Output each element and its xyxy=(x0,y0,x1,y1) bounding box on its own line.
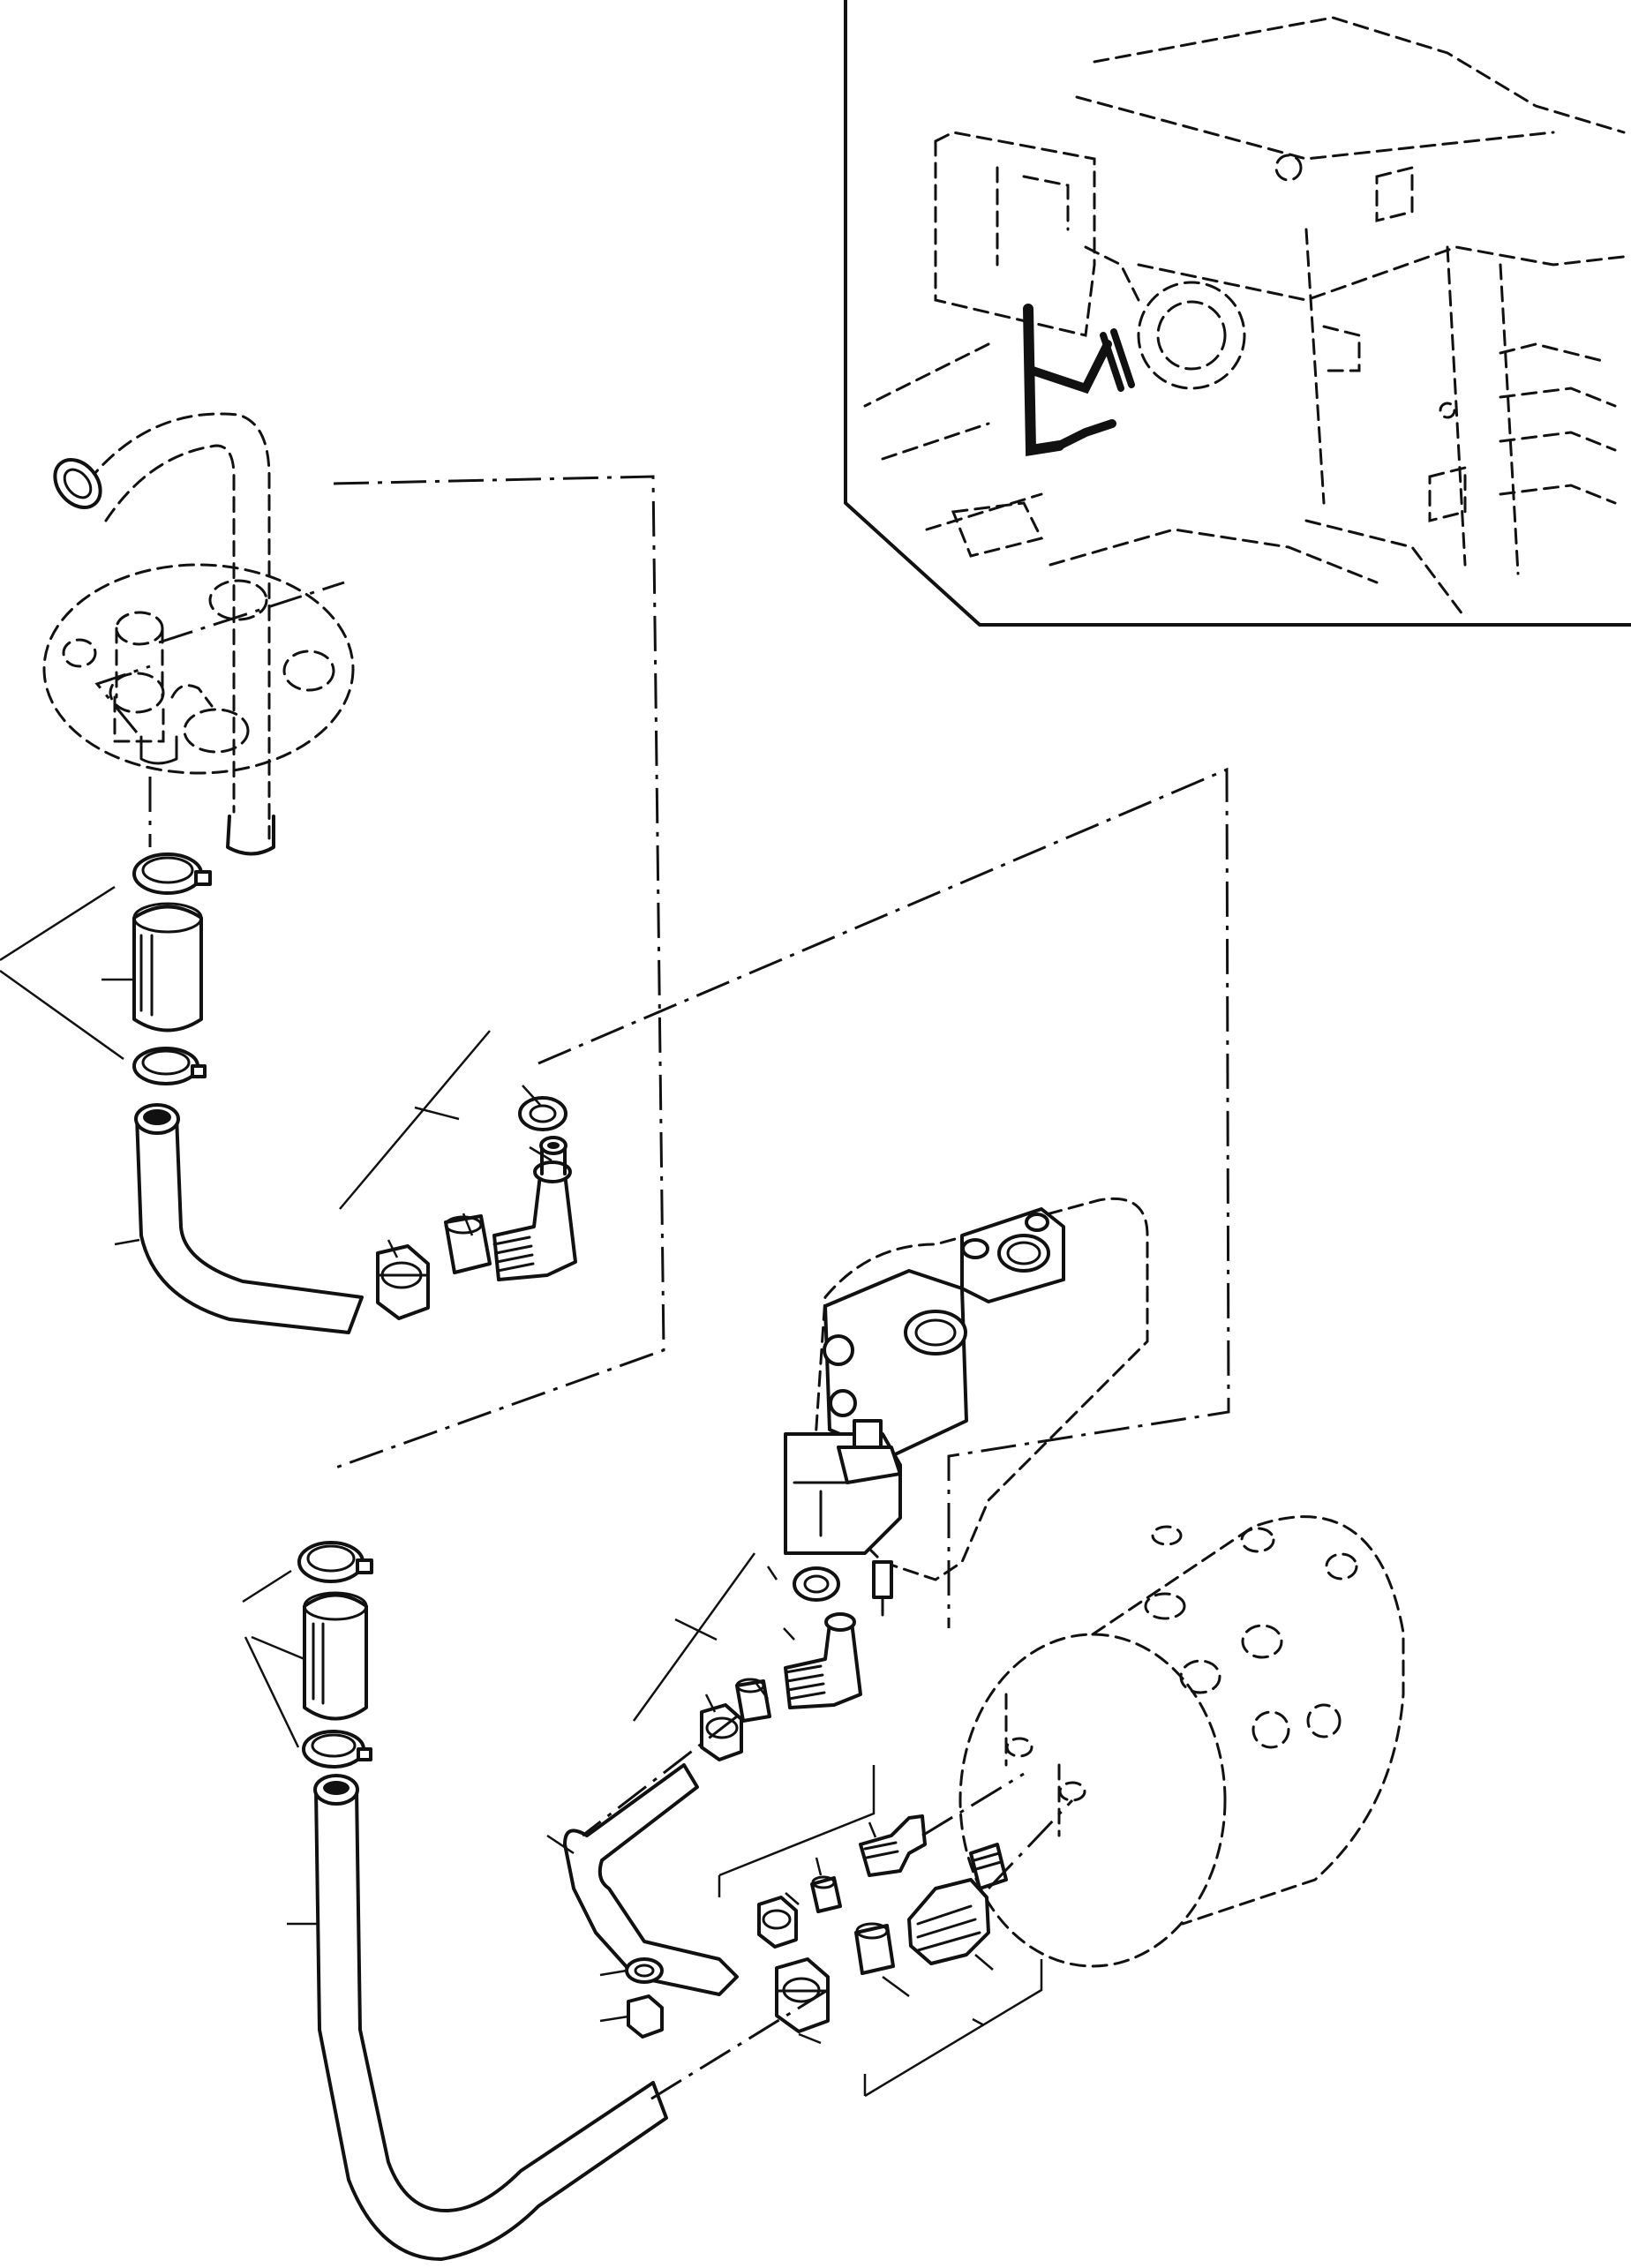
control-valve-body xyxy=(784,1197,1149,1617)
inset-highlighted-hoses xyxy=(1023,304,1135,456)
hex-nut-small xyxy=(757,1896,798,1949)
plug-bolt xyxy=(627,1994,664,2039)
leader-fittings-lower xyxy=(704,1566,795,1713)
bracket-small-fittings xyxy=(718,1765,876,1897)
heater-inlet-nipple xyxy=(139,735,178,765)
bracket-fitting-group-lower xyxy=(632,1552,756,1722)
ferrule-sleeve-lower xyxy=(735,1678,771,1723)
leader-bent-hose-lower xyxy=(546,1834,575,1855)
location-inset xyxy=(844,0,1631,627)
leader-adapter xyxy=(972,2017,985,2027)
nipple-fitting-a xyxy=(859,1814,927,1877)
sealing-washer-upper xyxy=(518,1096,567,1131)
heater-outlet-pipe xyxy=(53,412,275,856)
leader-plug xyxy=(599,1969,629,2023)
ferrule-sleeve-upper xyxy=(444,1214,492,1274)
bent-hose-lower xyxy=(563,1763,739,1996)
ferrule-large xyxy=(854,1922,895,1975)
leader-clamps-upper xyxy=(0,885,124,1061)
inset-machine-outline xyxy=(863,16,1631,620)
hex-nut-upper xyxy=(376,1244,430,1320)
heater-to-block-centerline-1 xyxy=(158,581,345,644)
ferrule-small xyxy=(810,1875,842,1913)
leader-motor-fittings xyxy=(785,1821,994,2045)
long-hose-lower xyxy=(313,1774,668,2261)
hose-clamp-lower-1 xyxy=(297,1541,373,1583)
sealing-washer-lower xyxy=(793,1566,840,1602)
leader-clamps-lower xyxy=(242,1569,305,1748)
inset-border xyxy=(844,0,1631,627)
centerline-motor-ports xyxy=(648,1772,1074,2102)
plug-washer xyxy=(625,1957,664,1984)
hose-clamp-upper-1 xyxy=(132,852,212,895)
bent-hose-upper xyxy=(134,1103,364,1334)
heater-core-outline xyxy=(42,563,355,775)
hex-nut-lower xyxy=(700,1703,743,1761)
hydraulic-motor-outline xyxy=(958,1515,1405,1968)
elbow-fitting-upper xyxy=(492,1136,577,1281)
elbow-fitting-lower xyxy=(784,1612,862,1709)
centerline-fitting-lower-1 xyxy=(582,1715,738,1837)
adapter-fitting-large xyxy=(907,1843,1008,1965)
hose-sleeve-upper xyxy=(132,902,203,1033)
heater-to-block-centerline-2 xyxy=(94,665,151,733)
bracket-large-fittings xyxy=(863,1959,1043,2098)
leader-bent-hose-upper xyxy=(114,1238,140,1246)
hose-clamp-lower-2 xyxy=(302,1730,372,1769)
centerline-valve-loop xyxy=(537,767,1230,1628)
leader-fittings-upper xyxy=(387,1085,552,1258)
centerline-upper-loop xyxy=(330,475,665,1471)
hose-sleeve-lower xyxy=(303,1591,368,1721)
bracket-fitting-group-upper xyxy=(339,1030,491,1210)
hose-clamp-upper-2 xyxy=(132,1047,207,1085)
